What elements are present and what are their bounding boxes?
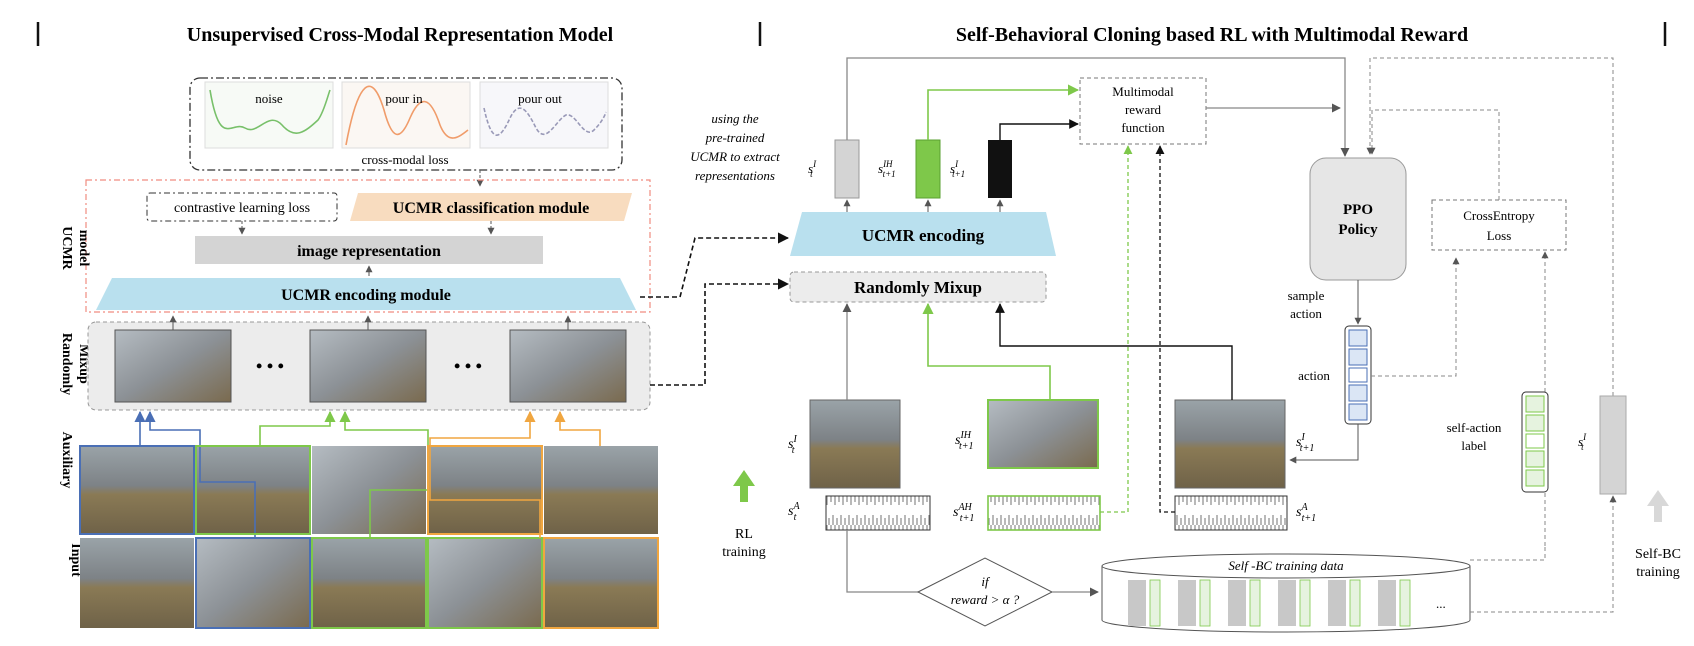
cross-entropy-label-1: CrossEntropy <box>1463 208 1535 223</box>
classification-module-label: UCMR classification module <box>393 200 589 217</box>
ucmr-encoding-label: UCMR encoding <box>862 226 985 245</box>
selfbc-data-label: Self -BC training data <box>1228 558 1344 573</box>
sample-action-label-1: sample <box>1288 288 1325 303</box>
classification-module <box>350 193 632 221</box>
ppo-label-2: Policy <box>1338 222 1378 238</box>
selfbc-data-columns <box>1128 579 1411 627</box>
row-label-ucmr-model-1: UCMR <box>59 226 74 270</box>
input-images <box>80 537 659 629</box>
signal-plot-noise: noise <box>204 81 334 149</box>
selfbc-data-ellipsis: ... <box>1436 596 1446 611</box>
svg-text:pour out: pour out <box>518 91 562 106</box>
contrastive-loss-label: contrastive learning loss <box>174 201 310 216</box>
selfbc-training-label-1: Self-BC <box>1635 547 1681 562</box>
rl-training-arrow <box>733 470 755 502</box>
row-label-mixup-2: Mixup <box>76 344 91 384</box>
selfbc-training-label-2: training <box>1636 565 1680 580</box>
image-representation-label: image representation <box>297 243 441 260</box>
svg-text:using the: using the <box>711 111 759 126</box>
signal-plot-pour-in: pour in <box>341 81 471 149</box>
reward-function-label-1: Multimodal <box>1112 84 1174 99</box>
svg-text:pour in: pour in <box>385 91 423 106</box>
mixup-ellipsis-2: • • • <box>454 356 482 376</box>
reward-function-label-2: reward <box>1125 102 1162 117</box>
condition-label-2: reward > α ? <box>951 592 1020 607</box>
self-action-vector <box>1521 391 1549 493</box>
cross-modal-loss-box <box>189 77 623 171</box>
action-vector <box>1344 325 1372 425</box>
row-label-mixup-1: Randomly <box>59 333 74 395</box>
signal-plot-pour-out: pour out <box>479 81 609 149</box>
audio-mix <box>987 495 1101 531</box>
rl-training-label-1: RL <box>735 527 753 542</box>
selfbc-training-arrow <box>1647 490 1669 522</box>
svg-text:representations: representations <box>695 168 775 183</box>
row-label-ucmr-model-2: model <box>76 230 91 267</box>
sample-action-label-2: action <box>1290 306 1322 321</box>
ucmr-model-region <box>85 179 651 313</box>
encoding-module <box>96 278 636 310</box>
self-action-label-2: label <box>1461 438 1487 453</box>
image-representation-box <box>195 236 543 264</box>
obs-image-mix <box>987 399 1099 469</box>
rl-training-label-2: training <box>722 545 766 560</box>
cross-entropy-box <box>1431 199 1567 251</box>
obs-image-st <box>809 399 901 489</box>
condition-label-1: if <box>981 574 991 589</box>
contrastive-loss-box <box>146 192 338 222</box>
audio-next <box>1174 495 1288 531</box>
encoding-module-label: UCMR encoding module <box>281 287 451 304</box>
reward-function-label-3: function <box>1121 120 1165 135</box>
ucmr-encoding-block <box>790 212 1056 256</box>
reward-function-box <box>1079 77 1207 145</box>
mixup-image-3 <box>509 329 627 403</box>
state-bar-st-right <box>1599 395 1627 495</box>
ppo-policy-box <box>1309 157 1407 281</box>
svg-text:UCMR to extract: UCMR to extract <box>690 149 780 164</box>
left-section-title: Unsupervised Cross-Modal Representation … <box>187 24 614 46</box>
self-action-label-1: self-action <box>1447 420 1502 435</box>
state-bar-next <box>988 140 1012 198</box>
svg-text:noise: noise <box>255 91 283 106</box>
action-label: action <box>1298 368 1330 383</box>
row-label-input: Input <box>68 543 83 577</box>
auxiliary-images <box>80 446 658 534</box>
ppo-label-1: PPO <box>1343 202 1373 218</box>
cross-entropy-label-2: Loss <box>1487 228 1512 243</box>
mixup-image-2 <box>309 329 427 403</box>
state-bar-mix <box>915 139 941 199</box>
svg-text:pre-trained: pre-trained <box>705 130 765 145</box>
row-label-aux-1: Auxiliary <box>59 432 74 489</box>
audio-st <box>825 495 931 531</box>
pretrained-note: using the pre-trained UCMR to extract re… <box>690 111 780 183</box>
cross-modal-loss-label: cross-modal loss <box>361 152 448 167</box>
mixup-image-1 <box>114 329 232 403</box>
state-bar-st <box>834 139 860 199</box>
obs-image-next <box>1174 399 1286 489</box>
right-section-title: Self-Behavioral Cloning based RL with Mu… <box>956 24 1468 46</box>
randomly-mixup-label: Randomly Mixup <box>854 278 982 297</box>
mixup-ellipsis-1: • • • <box>256 356 284 376</box>
randomly-mixup-block <box>789 271 1047 303</box>
